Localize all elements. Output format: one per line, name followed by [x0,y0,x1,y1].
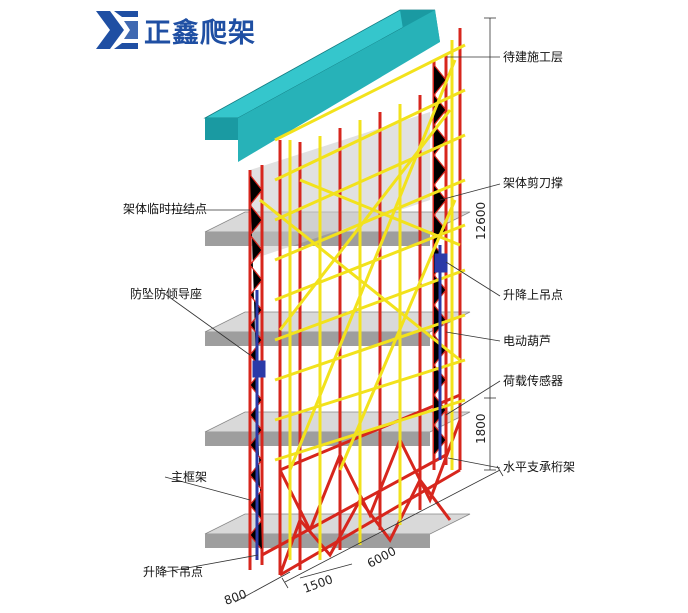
brand-name: 正鑫爬架 [144,17,256,49]
label-scissor-brace: 架体剪刀撑 [503,176,564,190]
label-horizontal-truss: 水平支承桁架 [503,460,576,474]
scaffold-tubes-yellow [259,40,466,560]
label-floor-to-build: 待建施工层 [503,50,564,64]
electric-hoist [252,245,448,560]
dim-bay-width: 1500 [301,572,334,596]
label-temporary-tie: 架体临时拉结点 [123,202,208,216]
leader-lines [164,56,501,573]
top-slab [203,9,440,162]
label-main-frame: 主框架 [171,470,208,484]
label-load-sensor: 荷载传感器 [503,374,564,388]
label-lower-lift-point: 升降下吊点 [143,565,204,579]
dim-depth: 800 [222,587,248,608]
dim-truss-height: 1800 [474,413,488,444]
dimension-lines [234,17,504,603]
brand-logo: 正鑫爬架 [96,10,256,50]
floor-slabs [204,112,471,548]
label-electric-hoist: 电动葫芦 [503,334,552,348]
label-upper-lift-point: 升降上吊点 [503,288,564,302]
brand-mark-icon [96,11,138,49]
dim-total-height: 12600 [474,202,488,240]
label-anti-fall-guide: 防坠防倾导座 [130,287,203,301]
